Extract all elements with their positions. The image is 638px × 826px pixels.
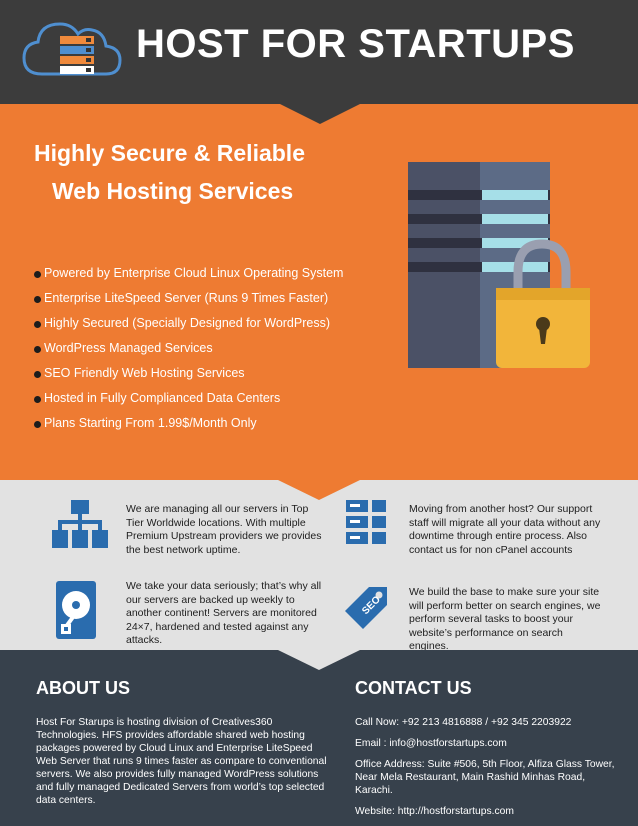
network-hierarchy-icon	[52, 500, 108, 548]
about-text: Host For Starups is hosting division of …	[36, 717, 327, 806]
contact-email[interactable]: Email : info@hostforstartups.com	[355, 738, 507, 749]
bullet-icon	[34, 346, 41, 353]
contact-website[interactable]: Website: http://hostforstartups.com	[355, 806, 514, 817]
info-notch	[278, 650, 360, 670]
migration-text: Moving from another host? Our support st…	[409, 503, 601, 556]
bullet-icon	[34, 321, 41, 328]
footer-section: ABOUT US Host For Starups is hosting div…	[0, 650, 638, 826]
server-lock-icon	[408, 162, 590, 368]
header-notch	[280, 104, 360, 124]
seo-tag-icon: SEO	[345, 587, 387, 629]
feature-item: SEO Friendly Web Hosting Services	[34, 366, 343, 391]
bullet-icon	[34, 371, 41, 378]
feature-item: Enterprise LiteSpeed Server (Runs 9 Time…	[34, 291, 343, 316]
bullet-icon	[34, 271, 41, 278]
server-rack-icon	[346, 500, 386, 544]
feature-item: WordPress Managed Services	[34, 341, 343, 366]
hard-drive-icon	[56, 581, 96, 639]
hero-section: Highly Secure & Reliable Web Hosting Ser…	[0, 104, 638, 480]
bullet-icon	[34, 421, 41, 428]
contact-phone: Call Now: +92 213 4816888 / +92 345 2203…	[355, 717, 572, 728]
feature-item: Highly Secured (Specially Designed for W…	[34, 316, 343, 341]
cloud-server-icon	[22, 22, 122, 76]
feature-item: Powered by Enterprise Cloud Linux Operat…	[34, 266, 343, 291]
feature-list: Powered by Enterprise Cloud Linux Operat…	[34, 266, 343, 441]
contact-title: CONTACT US	[355, 678, 472, 698]
bullet-icon	[34, 296, 41, 303]
hero-notch	[278, 480, 360, 500]
contact-address: Office Address: Suite #506, 5th Floor, A…	[355, 759, 615, 796]
about-title: ABOUT US	[36, 678, 130, 698]
feature-item: Hosted in Fully Complianced Data Centers	[34, 391, 343, 416]
hero-headline-2: Web Hosting Services	[52, 178, 294, 204]
header-banner: HOST FOR STARTUPS	[0, 0, 638, 104]
backup-text: We take your data seriously; that’s why …	[126, 580, 322, 646]
feature-item: Plans Starting From 1.99$/Month Only	[34, 416, 343, 441]
hero-headline-1: Highly Secure & Reliable	[34, 140, 305, 166]
network-text: We are managing all our servers in Top T…	[126, 503, 322, 556]
seo-text: We build the base to make sure your site…	[409, 586, 601, 652]
bullet-icon	[34, 396, 41, 403]
site-title: HOST FOR STARTUPS	[136, 22, 575, 66]
